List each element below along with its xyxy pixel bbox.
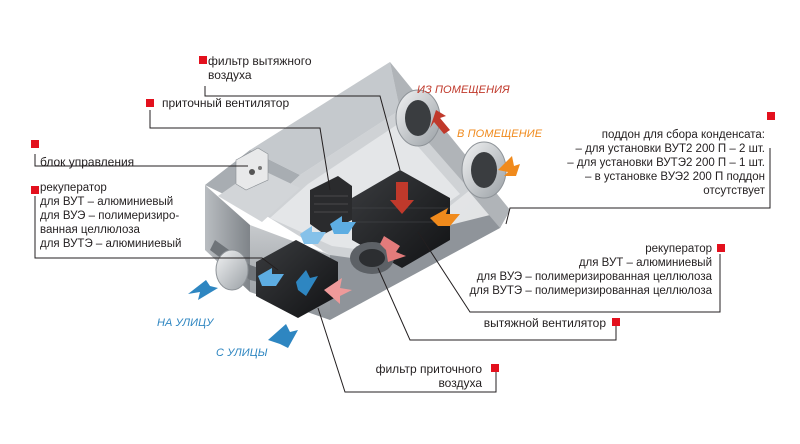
flow-label-to-street: НА УЛИЦУ: [157, 317, 214, 329]
label-recuperator-left: рекуператор для ВУТ – алюминиевый для ВУ…: [40, 181, 181, 251]
flow-arrows: [188, 110, 520, 348]
marker-recuperator-left: [31, 186, 39, 194]
label-recuperator-left-line-2: для ВУТ – алюминиевый: [40, 196, 174, 208]
label-supply-filter-line-1: фильтр приточного: [375, 362, 482, 376]
label-condensate-tray-line-3: – для установки ВУТЭ2 200 П – 1 шт.: [567, 157, 765, 169]
leader-exhaust-filter: [204, 86, 401, 171]
marker-control-unit: [31, 140, 39, 148]
label-recuperator-left-line-3: для ВУЭ – полимеризиро-: [40, 210, 180, 222]
label-condensate-tray-line-4: – в установке ВУЭ2 200 П поддон: [585, 171, 765, 183]
duct-outdoor: [215, 249, 249, 291]
label-control-unit: блок управления: [40, 155, 135, 169]
leader-lines: [34, 86, 771, 393]
leader-condensate-tray: [505, 148, 771, 225]
arrow-fresh-2: [330, 216, 356, 234]
flow-label-from-room: ИЗ ПОМЕЩЕНИЯ: [417, 84, 510, 96]
leader-recuperator-right: [417, 231, 721, 313]
arrow-fresh-3: [296, 270, 318, 296]
leader-supply-filter: [317, 307, 497, 393]
label-recuperator-right-line-2: для ВУТ – алюминиевый: [578, 257, 712, 269]
label-supply-filter: фильтр приточного воздуха: [376, 362, 482, 390]
arrow-exhaust-3: [324, 278, 352, 304]
arrow-fresh-4: [258, 268, 284, 286]
label-exhaust-fan: вытяжной вентилятор: [483, 316, 606, 330]
arrow-supply-right: [430, 208, 460, 226]
flow-label-from-street: С УЛИЦЫ: [216, 347, 268, 359]
arrow-to-street: [188, 280, 218, 300]
arrow-exhaust-down: [390, 182, 414, 214]
label-condensate-tray: поддон для сбора конденсата: – для устан…: [567, 128, 765, 198]
marker-supply-filter: [491, 364, 499, 372]
label-exhaust-filter: фильтр вытяжного воздуха: [208, 54, 312, 82]
label-recuperator-right-line-1: рекуператор: [645, 243, 712, 255]
label-recuperator-right: рекуператор для ВУТ – алюминиевый для ВУ…: [469, 242, 712, 298]
label-recuperator-left-line-5: для ВУТЭ – алюминиевый: [40, 238, 182, 250]
exhaust-fan-wheel: [350, 242, 394, 274]
marker-recuperator-right: [717, 244, 725, 252]
marker-condensate-tray: [767, 112, 775, 120]
leader-supply-fan: [149, 110, 331, 191]
marker-supply-fan: [146, 99, 154, 107]
label-recuperator-right-line-3: для ВУЭ – полимеризированная целлюлоза: [476, 271, 712, 283]
label-condensate-tray-line-1: поддон для сбора конденсата:: [601, 129, 765, 141]
arrow-from-room: [430, 110, 450, 134]
label-recuperator-right-line-4: для ВУТЭ – полимеризированная целлюлоза: [469, 285, 712, 297]
arrow-to-room: [498, 156, 520, 176]
label-exhaust-filter-line-2: воздуха: [208, 68, 252, 82]
leader-control-unit: [34, 154, 248, 167]
label-exhaust-filter-line-1: фильтр вытяжного: [208, 54, 312, 68]
label-supply-filter-line-2: воздуха: [438, 376, 482, 390]
heat-exchanger-lower: [256, 240, 338, 318]
leader-recuperator-left: [34, 196, 279, 271]
label-condensate-tray-line-2: – для установки ВУТ2 200 П – 2 шт.: [575, 143, 766, 155]
label-recuperator-left-line-4: ванная целлюлоза: [40, 224, 140, 236]
arrow-exhaust-2: [380, 236, 406, 262]
label-recuperator-left-line-1: рекуператор: [40, 182, 107, 194]
marker-exhaust-fan: [612, 318, 620, 326]
leader-exhaust-fan: [377, 267, 617, 341]
duct-from-room: [395, 89, 441, 147]
label-condensate-tray-line-5: отсутствует: [703, 185, 765, 197]
flow-label-to-room: В ПОМЕЩЕНИЕ: [457, 128, 543, 140]
label-supply-fan: приточный вентилятор: [162, 96, 290, 110]
arrow-from-street: [268, 324, 298, 348]
control-box: [235, 147, 269, 191]
marker-exhaust-filter: [199, 56, 207, 64]
arrow-fresh-1: [300, 226, 326, 244]
